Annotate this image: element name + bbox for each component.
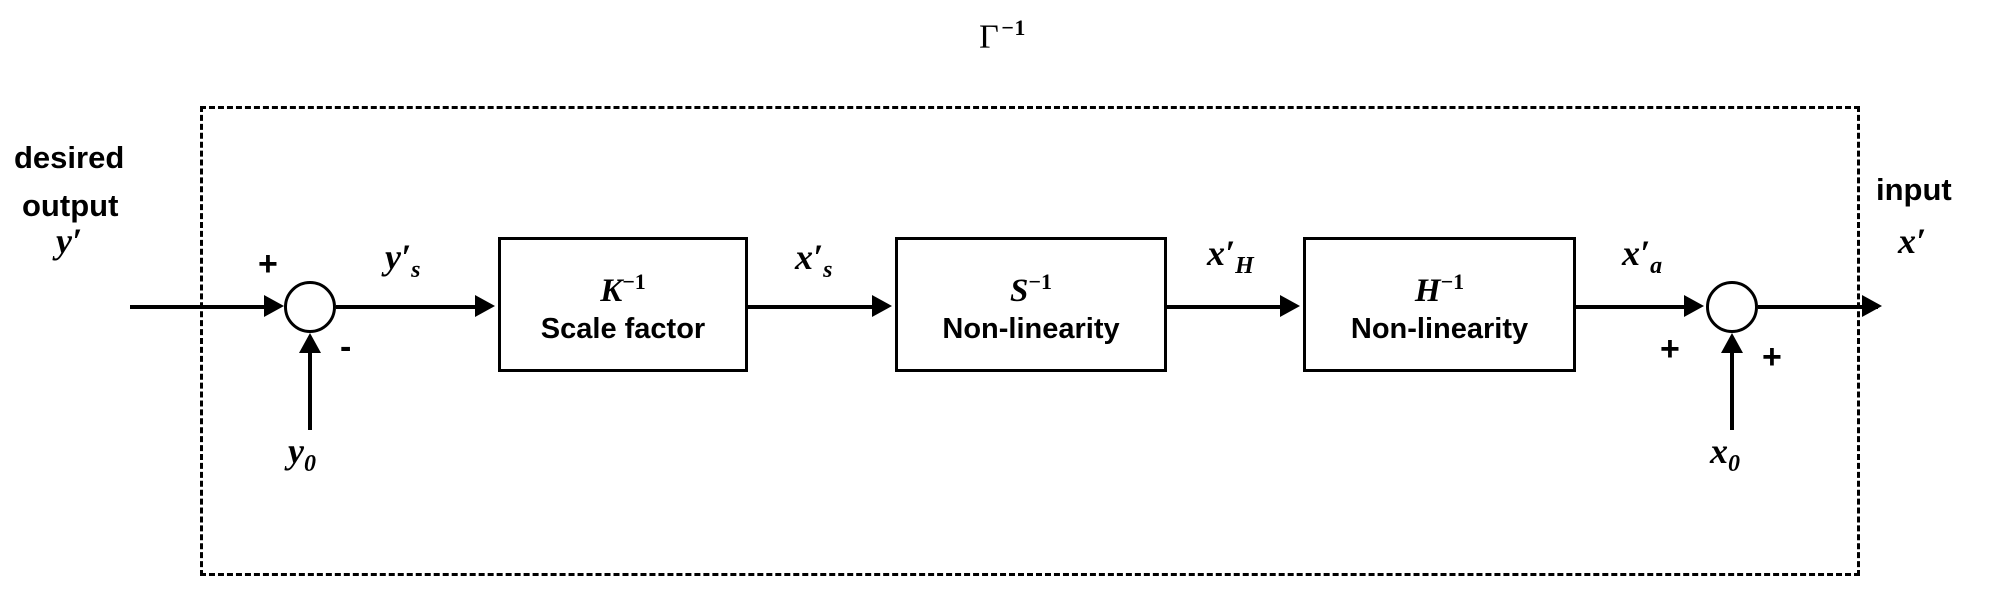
arrow-into-right-sum xyxy=(1684,295,1704,317)
wire-left-sum-to-k-block xyxy=(336,305,478,309)
signal-label-ys-prime: y′s xyxy=(385,238,420,289)
arrow-x0-into-right-sum xyxy=(1721,333,1743,353)
ys-base: y xyxy=(385,237,401,277)
block-k-symbol-base: K xyxy=(600,273,623,309)
diagram-title-exponent: −1 xyxy=(1001,15,1026,40)
block-s-inverse-non-linearity[interactable]: S−1 Non-linearity xyxy=(895,237,1167,372)
y0-subscript: 0 xyxy=(303,451,316,478)
arrow-into-k-block xyxy=(475,295,495,317)
x0-base: x xyxy=(1710,431,1728,471)
wire-s-block-to-h-block xyxy=(1167,305,1283,309)
xh-subscript: H xyxy=(1235,253,1254,280)
xh-prime: ′ xyxy=(1225,233,1236,273)
input-signal-symbol: y′ xyxy=(56,221,83,261)
xs-prime: ′ xyxy=(813,237,824,277)
arrow-into-h-block xyxy=(1280,295,1300,317)
block-k-symbol: K−1 xyxy=(600,263,646,310)
block-k-symbol-exponent: −1 xyxy=(622,269,646,294)
x0-offset-label: x0 xyxy=(1710,432,1740,483)
block-h-inverse-non-linearity[interactable]: H−1 Non-linearity xyxy=(1303,237,1576,372)
block-k-inverse-scale-factor[interactable]: K−1 Scale factor xyxy=(498,237,748,372)
y0-base: y xyxy=(288,431,304,471)
arrow-into-left-sum xyxy=(264,295,284,317)
arrow-output xyxy=(1862,295,1882,317)
system-boundary-dashed-box xyxy=(200,106,1860,576)
left-sum-minus-sign: - xyxy=(340,328,352,366)
signal-label-xh-prime: x′H xyxy=(1207,234,1254,285)
signal-label-xa-prime: x′a xyxy=(1622,234,1662,285)
signal-label-xs-prime: x′s xyxy=(795,238,832,289)
block-k-caption: Scale factor xyxy=(540,313,706,345)
y0-offset-label: y0 xyxy=(288,432,316,483)
output-signal-symbol: x′ xyxy=(1898,221,1927,261)
right-sum-plus-sign-right: + xyxy=(1762,338,1782,376)
ys-prime: ′ xyxy=(400,237,412,277)
xa-subscript: a xyxy=(1650,253,1663,280)
wire-k-block-to-s-block xyxy=(748,305,876,309)
diagram-title-base: Γ xyxy=(979,18,1000,56)
arrow-y0-into-left-sum xyxy=(299,333,321,353)
block-h-caption: Non-linearity xyxy=(1350,313,1529,345)
wire-x0-to-right-sum xyxy=(1730,352,1734,430)
block-s-symbol-base: S xyxy=(1010,273,1029,309)
right-sum-plus-sign-left: + xyxy=(1660,330,1680,368)
arrow-into-s-block xyxy=(872,295,892,317)
wire-h-block-to-right-sum xyxy=(1576,305,1686,309)
xa-base: x xyxy=(1622,233,1640,273)
block-h-symbol-base: H xyxy=(1414,273,1441,309)
x0-subscript: 0 xyxy=(1728,451,1740,478)
diagram-title: Γ−1 xyxy=(0,8,2005,57)
xa-prime: ′ xyxy=(1640,233,1651,273)
xh-base: x xyxy=(1207,233,1225,273)
right-summing-junction xyxy=(1706,281,1758,333)
xs-base: x xyxy=(795,237,813,277)
wire-right-sum-to-output xyxy=(1758,305,1878,309)
left-sum-plus-sign: + xyxy=(258,245,278,283)
desired-output-label-line2: output xyxy=(22,188,119,223)
block-s-symbol-exponent: −1 xyxy=(1028,269,1052,294)
xs-subscript: s xyxy=(823,257,833,284)
wire-y0-to-left-sum xyxy=(308,352,312,430)
block-s-symbol: S−1 xyxy=(1010,263,1052,310)
block-h-symbol-exponent: −1 xyxy=(1440,269,1465,294)
input-label: input xyxy=(1876,172,1952,207)
block-s-caption: Non-linearity xyxy=(942,313,1120,345)
ys-subscript: s xyxy=(411,257,421,284)
left-summing-junction xyxy=(284,281,336,333)
desired-output-label-line1: desired xyxy=(14,140,125,175)
wire-input-to-left-sum xyxy=(130,305,272,309)
block-h-symbol: H−1 xyxy=(1415,263,1464,310)
